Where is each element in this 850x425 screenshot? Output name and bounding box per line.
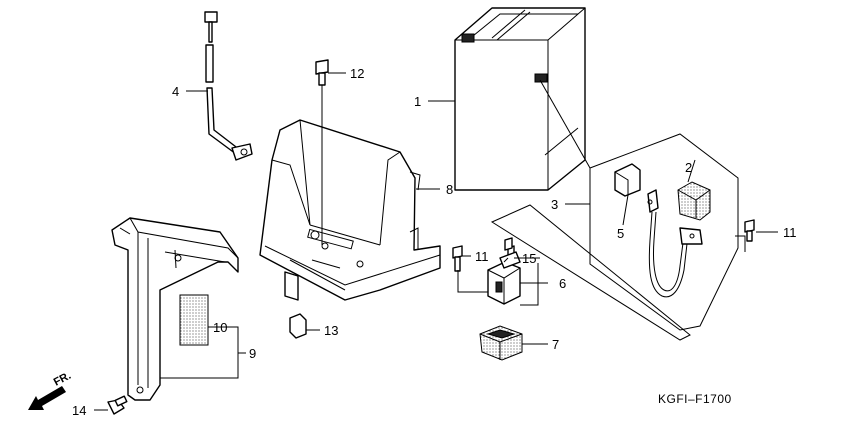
fuse-case — [479, 325, 523, 361]
callout-2: 2 — [685, 160, 692, 175]
bolt-11-mid — [452, 245, 463, 272]
assembly-frame — [589, 133, 739, 331]
callout-12: 12 — [350, 66, 364, 81]
fuse-frame — [490, 204, 691, 341]
callout-11-right: 11 — [783, 225, 797, 240]
callout-6: 6 — [559, 276, 566, 291]
battery-bracket — [111, 217, 239, 401]
clip-nut — [289, 313, 307, 339]
leader-lines — [94, 72, 778, 411]
callout-1: 1 — [414, 94, 421, 109]
forward-arrow-icon — [28, 386, 66, 410]
callout-4: 4 — [172, 84, 179, 99]
callout-7: 7 — [552, 337, 559, 352]
fuse — [504, 237, 513, 251]
callout-10: 10 — [213, 320, 227, 335]
callout-5: 5 — [617, 226, 624, 241]
battery-cable — [204, 11, 253, 161]
callout-11-mid: 11 — [475, 249, 489, 264]
battery — [454, 7, 586, 191]
terminal-cover-2 — [677, 181, 711, 221]
callout-3: 3 — [551, 197, 558, 212]
bolt-11-right — [744, 219, 755, 242]
callout-14: 14 — [72, 403, 86, 418]
battery-box — [259, 119, 441, 301]
callout-8: 8 — [446, 182, 453, 197]
terminal-cover — [614, 163, 641, 197]
bolt-14 — [107, 395, 128, 415]
battery-negative-cable — [647, 189, 703, 298]
callout-9: 9 — [249, 346, 256, 361]
callout-15: 15 — [522, 251, 536, 266]
pad — [179, 294, 209, 346]
callout-13: 13 — [324, 323, 338, 338]
fuse-holder — [487, 245, 521, 305]
forward-label: FR. — [52, 370, 73, 389]
bolt-12 — [315, 59, 329, 86]
diagram-code: KGFI–F1700 — [658, 392, 732, 406]
